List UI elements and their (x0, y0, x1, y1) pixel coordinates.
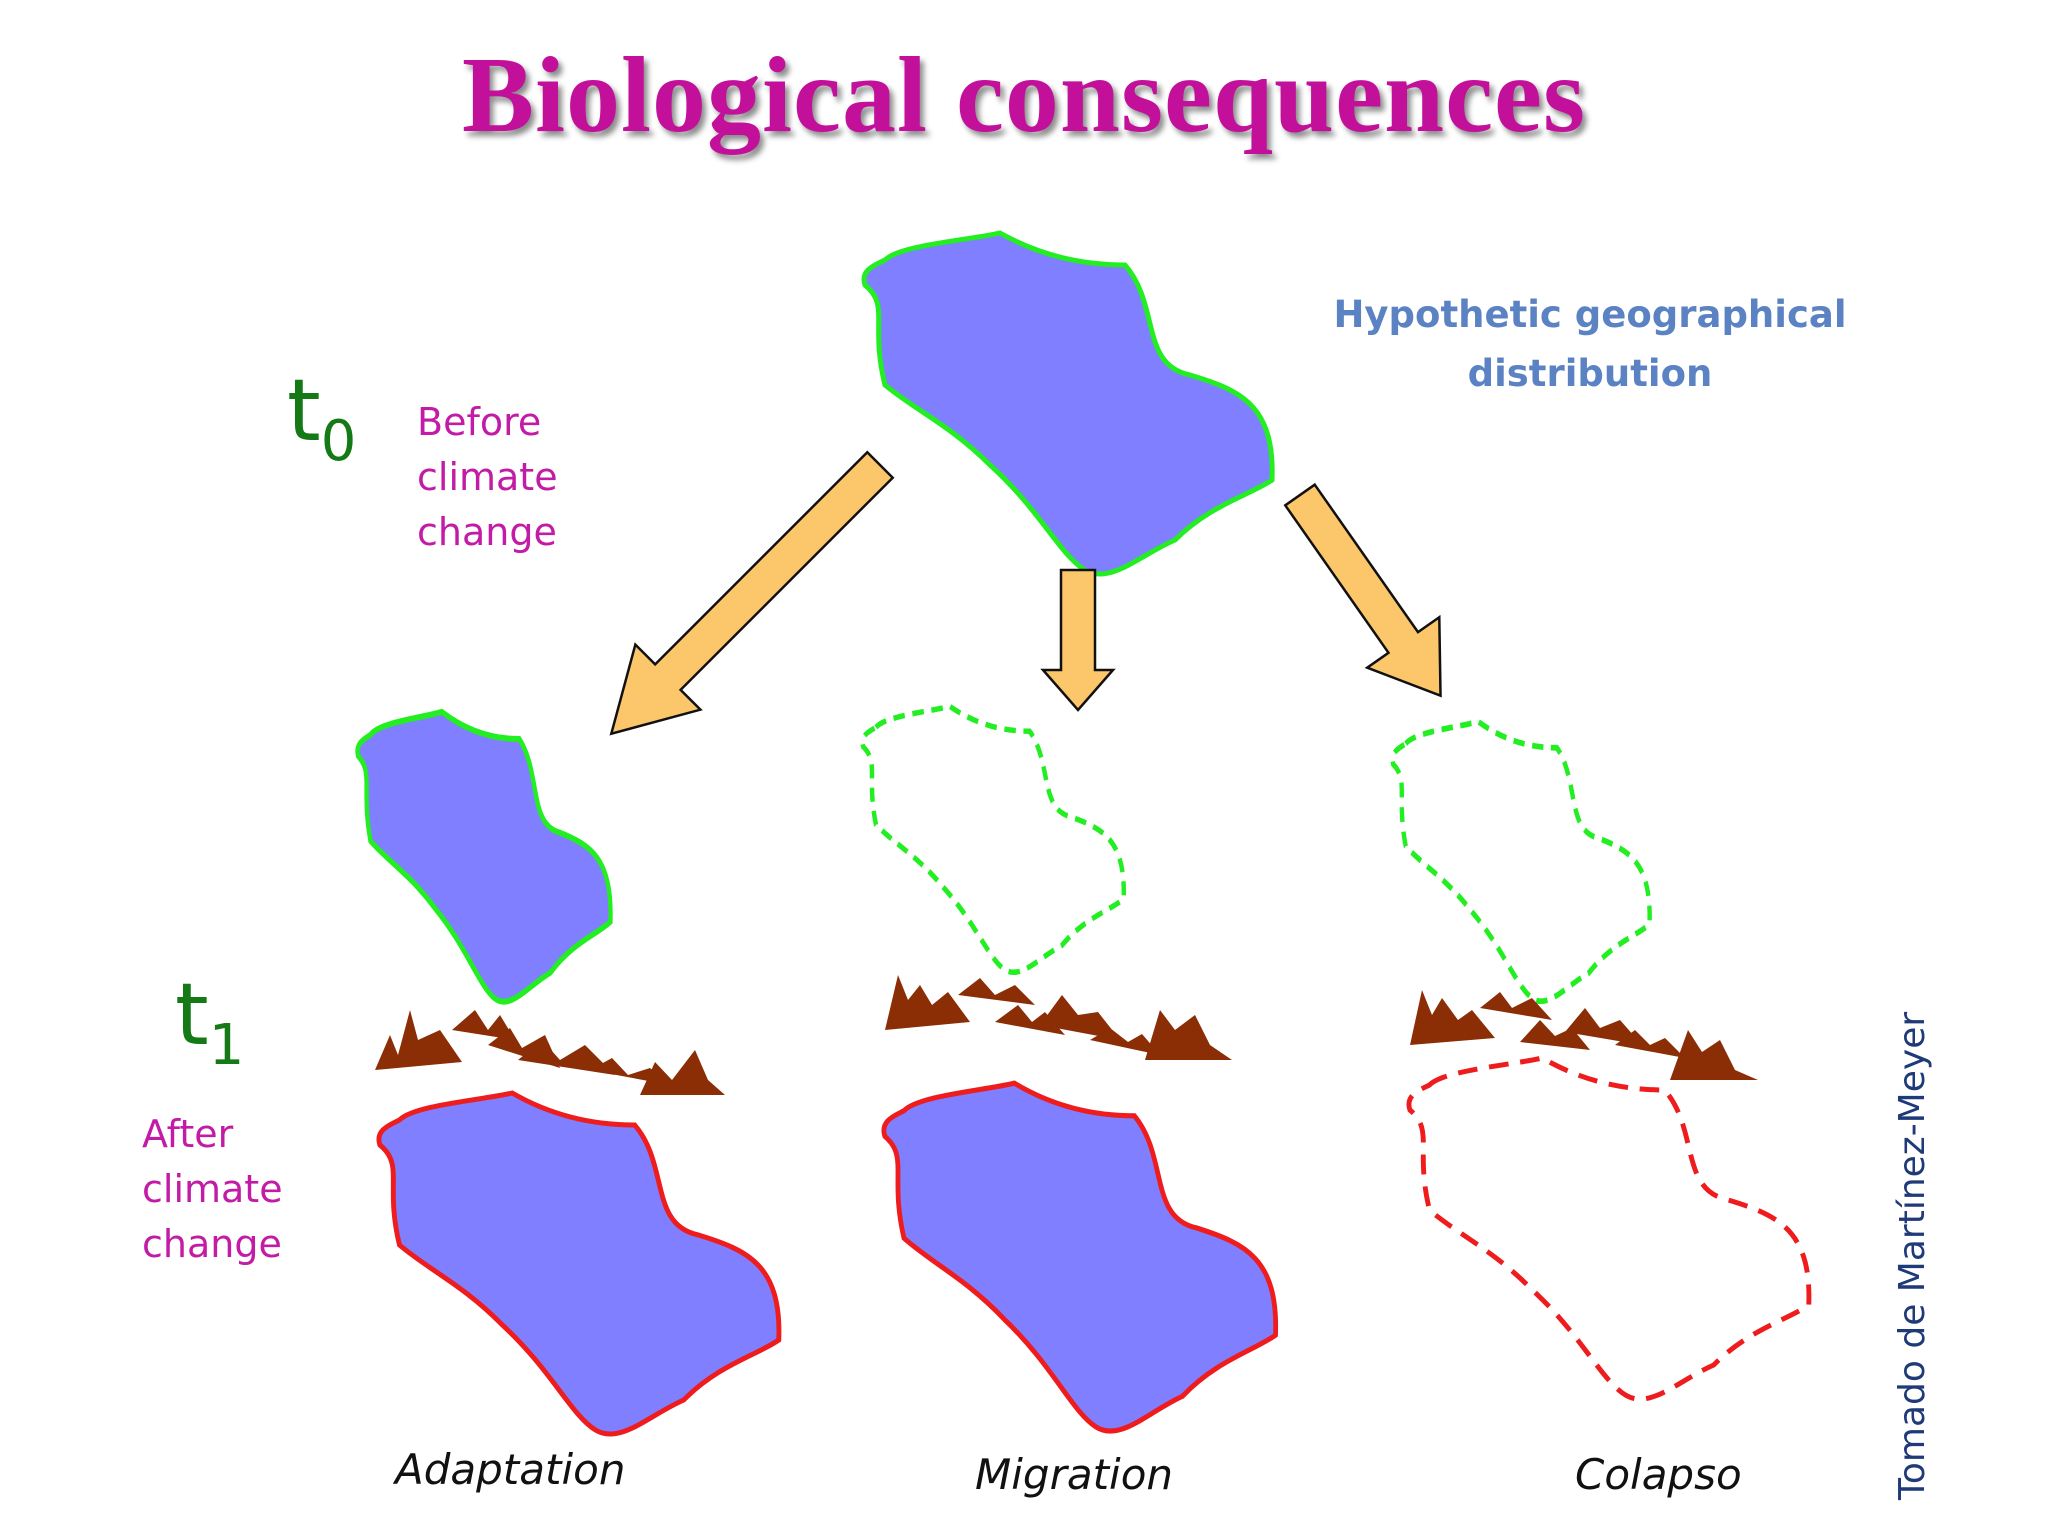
t0-label: t0 (287, 361, 357, 474)
original-distribution (864, 233, 1272, 574)
colapso-caption: Colapso (1575, 1450, 1742, 1499)
after-climate-change-text: After climate change (142, 1112, 283, 1266)
slide-title: Biological consequences (462, 36, 1586, 155)
t1-label: t1 (175, 965, 245, 1078)
arrow-to-colapso (1283, 482, 1442, 698)
colapso-lost-range (1409, 1058, 1809, 1399)
adaptation-mountains (375, 1010, 725, 1095)
arrow-to-migration (1040, 568, 1116, 712)
arrow-to-adaptation (609, 450, 895, 736)
migration-caption: Migration (975, 1450, 1174, 1499)
adaptation-before-range (357, 712, 610, 1002)
source-credit: Tomado de Martínez-Meyer (1892, 1011, 1933, 1500)
distribution-label: Hypothetic geographical distribution (1333, 293, 1847, 395)
colapso-mountains (1410, 990, 1758, 1080)
colapso-former-range (1393, 722, 1650, 1002)
adaptation-after-range (379, 1093, 779, 1434)
migration-new-range (884, 1083, 1276, 1431)
migration-mountains (885, 975, 1232, 1060)
before-climate-change-text: Before climate change (417, 400, 558, 554)
adaptation-caption: Adaptation (395, 1445, 626, 1494)
migration-former-range (863, 706, 1124, 972)
